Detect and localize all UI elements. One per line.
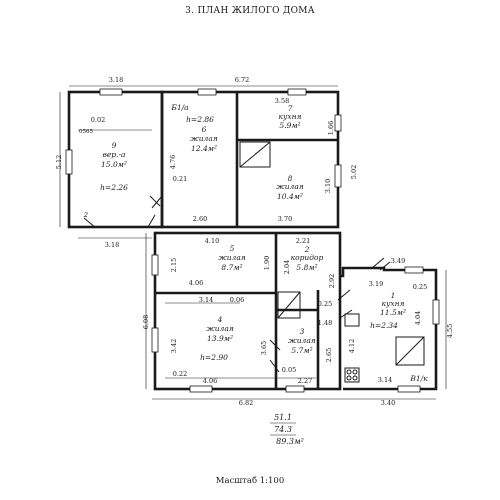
room-5-id: 5 (230, 244, 235, 253)
label-code: 0565 (79, 129, 93, 135)
total-living: 51.1 (274, 413, 292, 422)
dim-cor-h: 2.04 (283, 260, 291, 274)
dim-r4-small: 0.22 (173, 370, 187, 378)
room-5-area: 8.7м² (221, 263, 242, 272)
total-useful: 74.3 (274, 425, 292, 434)
room-6-id: 6 (202, 125, 207, 134)
dim-ver-num: 2 (83, 211, 88, 219)
dim-cor-w: 2.21 (296, 237, 310, 245)
dim-r8-h: 3.10 (324, 179, 332, 193)
dim-k-small: 0.25 (413, 283, 427, 291)
dim-ver-inner-top: 0.02 (91, 116, 105, 124)
plan-title: 3. ПЛАН ЖИЛОГО ДОМА (185, 6, 315, 16)
dim-r3-w: 2.27 (298, 377, 312, 385)
room-4-name: жилая (206, 324, 234, 333)
room-9-id: 9 (112, 141, 117, 150)
dim-k-412: 4.12 (348, 339, 356, 353)
room-1-height: h=2.34 (370, 321, 398, 330)
area-totals: 51.1 74.3 89.3м² (270, 413, 304, 446)
room-9-height: h=2.26 (100, 183, 128, 192)
dim-k-top: 3.49 (391, 257, 405, 265)
dim-k-right: 4.55 (446, 324, 454, 338)
dim-r5-h: 2.15 (170, 258, 178, 272)
room-1-area: 11.5м² (380, 308, 406, 317)
dim-mid-314: 3.14 (199, 296, 213, 304)
label-b1k: В1/к (409, 374, 428, 383)
room-2-name: коридор (291, 253, 324, 262)
windows (65, 88, 440, 393)
upper-block-walls (160, 90, 340, 229)
dim-k-l: 3.19 (369, 280, 383, 288)
dim-mid-370: 3.70 (278, 215, 292, 223)
room-7-name: кухня (279, 112, 302, 121)
dim-cor-r: 2.92 (328, 274, 336, 288)
scale-label: Масштаб 1:100 (215, 476, 285, 486)
dim-k-outer: 3.40 (381, 399, 395, 407)
dimension-labels: 3.18 6.72 5.12 0.02 3.18 2 4.76 0.21 3.5… (55, 76, 454, 407)
label-b1a: Б1/а (170, 103, 188, 112)
dim-r6-small: 0.21 (173, 175, 187, 183)
room-2-id: 2 (304, 245, 310, 254)
total-general: 89.3м² (276, 437, 304, 446)
dim-mid-006: 0.06 (230, 296, 244, 304)
dim-r3-025: 0.25 (318, 300, 332, 308)
dim-r7-h: 1.66 (327, 121, 335, 135)
room-2-area: 5.8м² (296, 263, 317, 272)
room-1-id: 1 (391, 291, 396, 300)
dim-k-r: 4.04 (414, 311, 422, 325)
room-1-name: кухня (382, 299, 405, 308)
dim-r6-v: 4.76 (169, 155, 177, 169)
dim-bottom: 6.82 (239, 399, 253, 407)
dim-r3-h: 2.65 (325, 348, 333, 362)
dim-left-upper: 5.12 (55, 155, 63, 169)
doors (83, 195, 391, 373)
dim-mid-260: 2.60 (193, 215, 207, 223)
dim-r5-bottom: 4.06 (189, 279, 203, 287)
room-3-name: жилая (288, 336, 316, 345)
dim-r3-148: 1.48 (318, 319, 332, 327)
dim-r5-w: 4.10 (205, 237, 219, 245)
room-6-height: h=2.86 (186, 115, 214, 124)
room-3-area: 5.7м² (291, 346, 312, 355)
room-9-area: 15.0м² (101, 160, 127, 169)
stoves (239, 141, 425, 383)
dim-right-upper: 5.02 (350, 165, 358, 179)
lower-block-walls (153, 231, 342, 391)
room-6-name: жилая (190, 134, 218, 143)
walls (67, 90, 438, 391)
dim-r4-h: 3.42 (170, 339, 178, 353)
dim-left-lower: 6.08 (142, 315, 150, 329)
dim-r3-005: 0.05 (282, 366, 296, 374)
room-8-area: 10.4м² (277, 192, 303, 201)
dim-r5-hr: 1.90 (263, 256, 271, 270)
kitchen-walls (340, 266, 438, 391)
room-3-id: 3 (300, 327, 305, 336)
room-7-id: 7 (288, 104, 293, 113)
dim-r4-hr: 3.65 (260, 341, 268, 355)
room-4-height: h=2.90 (200, 353, 228, 362)
dim-k-bottom: 3.14 (378, 376, 392, 384)
dim-ver-bottom: 3.18 (105, 241, 119, 249)
dimension-lines (59, 85, 447, 400)
room-8-id: 8 (288, 174, 293, 183)
dim-r7-w: 3.58 (275, 97, 289, 105)
dim-top-left: 3.18 (109, 76, 123, 84)
room-7-area: 5.9м² (279, 121, 300, 130)
room-8-name: жилая (276, 182, 304, 191)
room-4-id: 4 (217, 315, 223, 324)
dim-r4-bottom: 4.06 (203, 377, 217, 385)
dim-top-right: 6.72 (235, 76, 249, 84)
room-4-area: 13.9м² (207, 334, 233, 343)
room-labels: Б1/а 0565 В1/к 9 вер.-а 15.0м² h=2.26 h=… (79, 103, 428, 383)
room-9-name: вер.-а (103, 150, 126, 159)
room-5-name: жилая (218, 253, 246, 262)
room-6-area: 12.4м² (191, 144, 217, 153)
